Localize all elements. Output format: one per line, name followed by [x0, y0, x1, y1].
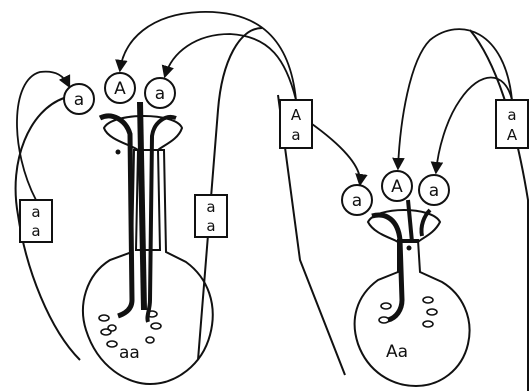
svg-text:a: a	[429, 181, 439, 201]
right-pollen-grain-2: A	[382, 171, 412, 201]
svg-text:a: a	[507, 106, 516, 124]
arrow-left-outer-to-grain-1	[17, 72, 69, 200]
left-pollen-grain-3: a	[145, 78, 175, 108]
left-pollen-grain-1: a	[64, 84, 94, 114]
enclosure-lines	[16, 28, 528, 391]
svg-text:a: a	[155, 84, 165, 104]
svg-text:a: a	[206, 217, 215, 235]
right-pollen-tube-3	[421, 210, 430, 236]
svg-text:a: a	[206, 198, 215, 216]
right-flower: Aa a A a	[342, 171, 470, 386]
left-ovule-label: aa	[119, 343, 140, 363]
box-middle: A a	[280, 100, 312, 148]
svg-text:a: a	[352, 191, 362, 211]
svg-text:A: A	[291, 106, 302, 124]
right-ovules	[379, 297, 437, 327]
box-left-inner: a a	[195, 195, 227, 237]
arrow-middle-to-right-grain-1	[312, 124, 360, 184]
right-outer-line	[470, 30, 528, 391]
left-pollen-grain-2: A	[105, 73, 135, 103]
left-ovary	[83, 150, 213, 384]
svg-text:A: A	[391, 177, 403, 197]
right-ovule-label: Aa	[386, 342, 408, 362]
arrow-right-to-right-grain-2	[398, 29, 512, 168]
right-pollen-grain-3: a	[419, 175, 449, 205]
box-left-outer: a a	[20, 200, 52, 242]
arrow-middle-to-left-grain-3	[165, 34, 296, 100]
svg-text:a: a	[31, 222, 40, 240]
left-flower: aa a A a	[64, 73, 213, 384]
svg-text:A: A	[114, 79, 126, 99]
left-pollen-tube-2	[140, 102, 144, 310]
right-ovary	[355, 240, 470, 386]
svg-text:a: a	[31, 203, 40, 221]
svg-text:a: a	[291, 126, 300, 144]
svg-text:a: a	[74, 90, 84, 110]
svg-text:A: A	[507, 126, 518, 144]
box-right: a A	[496, 100, 528, 148]
right-pollen-grain-1: a	[342, 185, 372, 215]
right-pollen-tube-2	[408, 200, 412, 242]
left-pollen-tube-1	[100, 116, 132, 316]
left-ovules	[99, 311, 161, 347]
